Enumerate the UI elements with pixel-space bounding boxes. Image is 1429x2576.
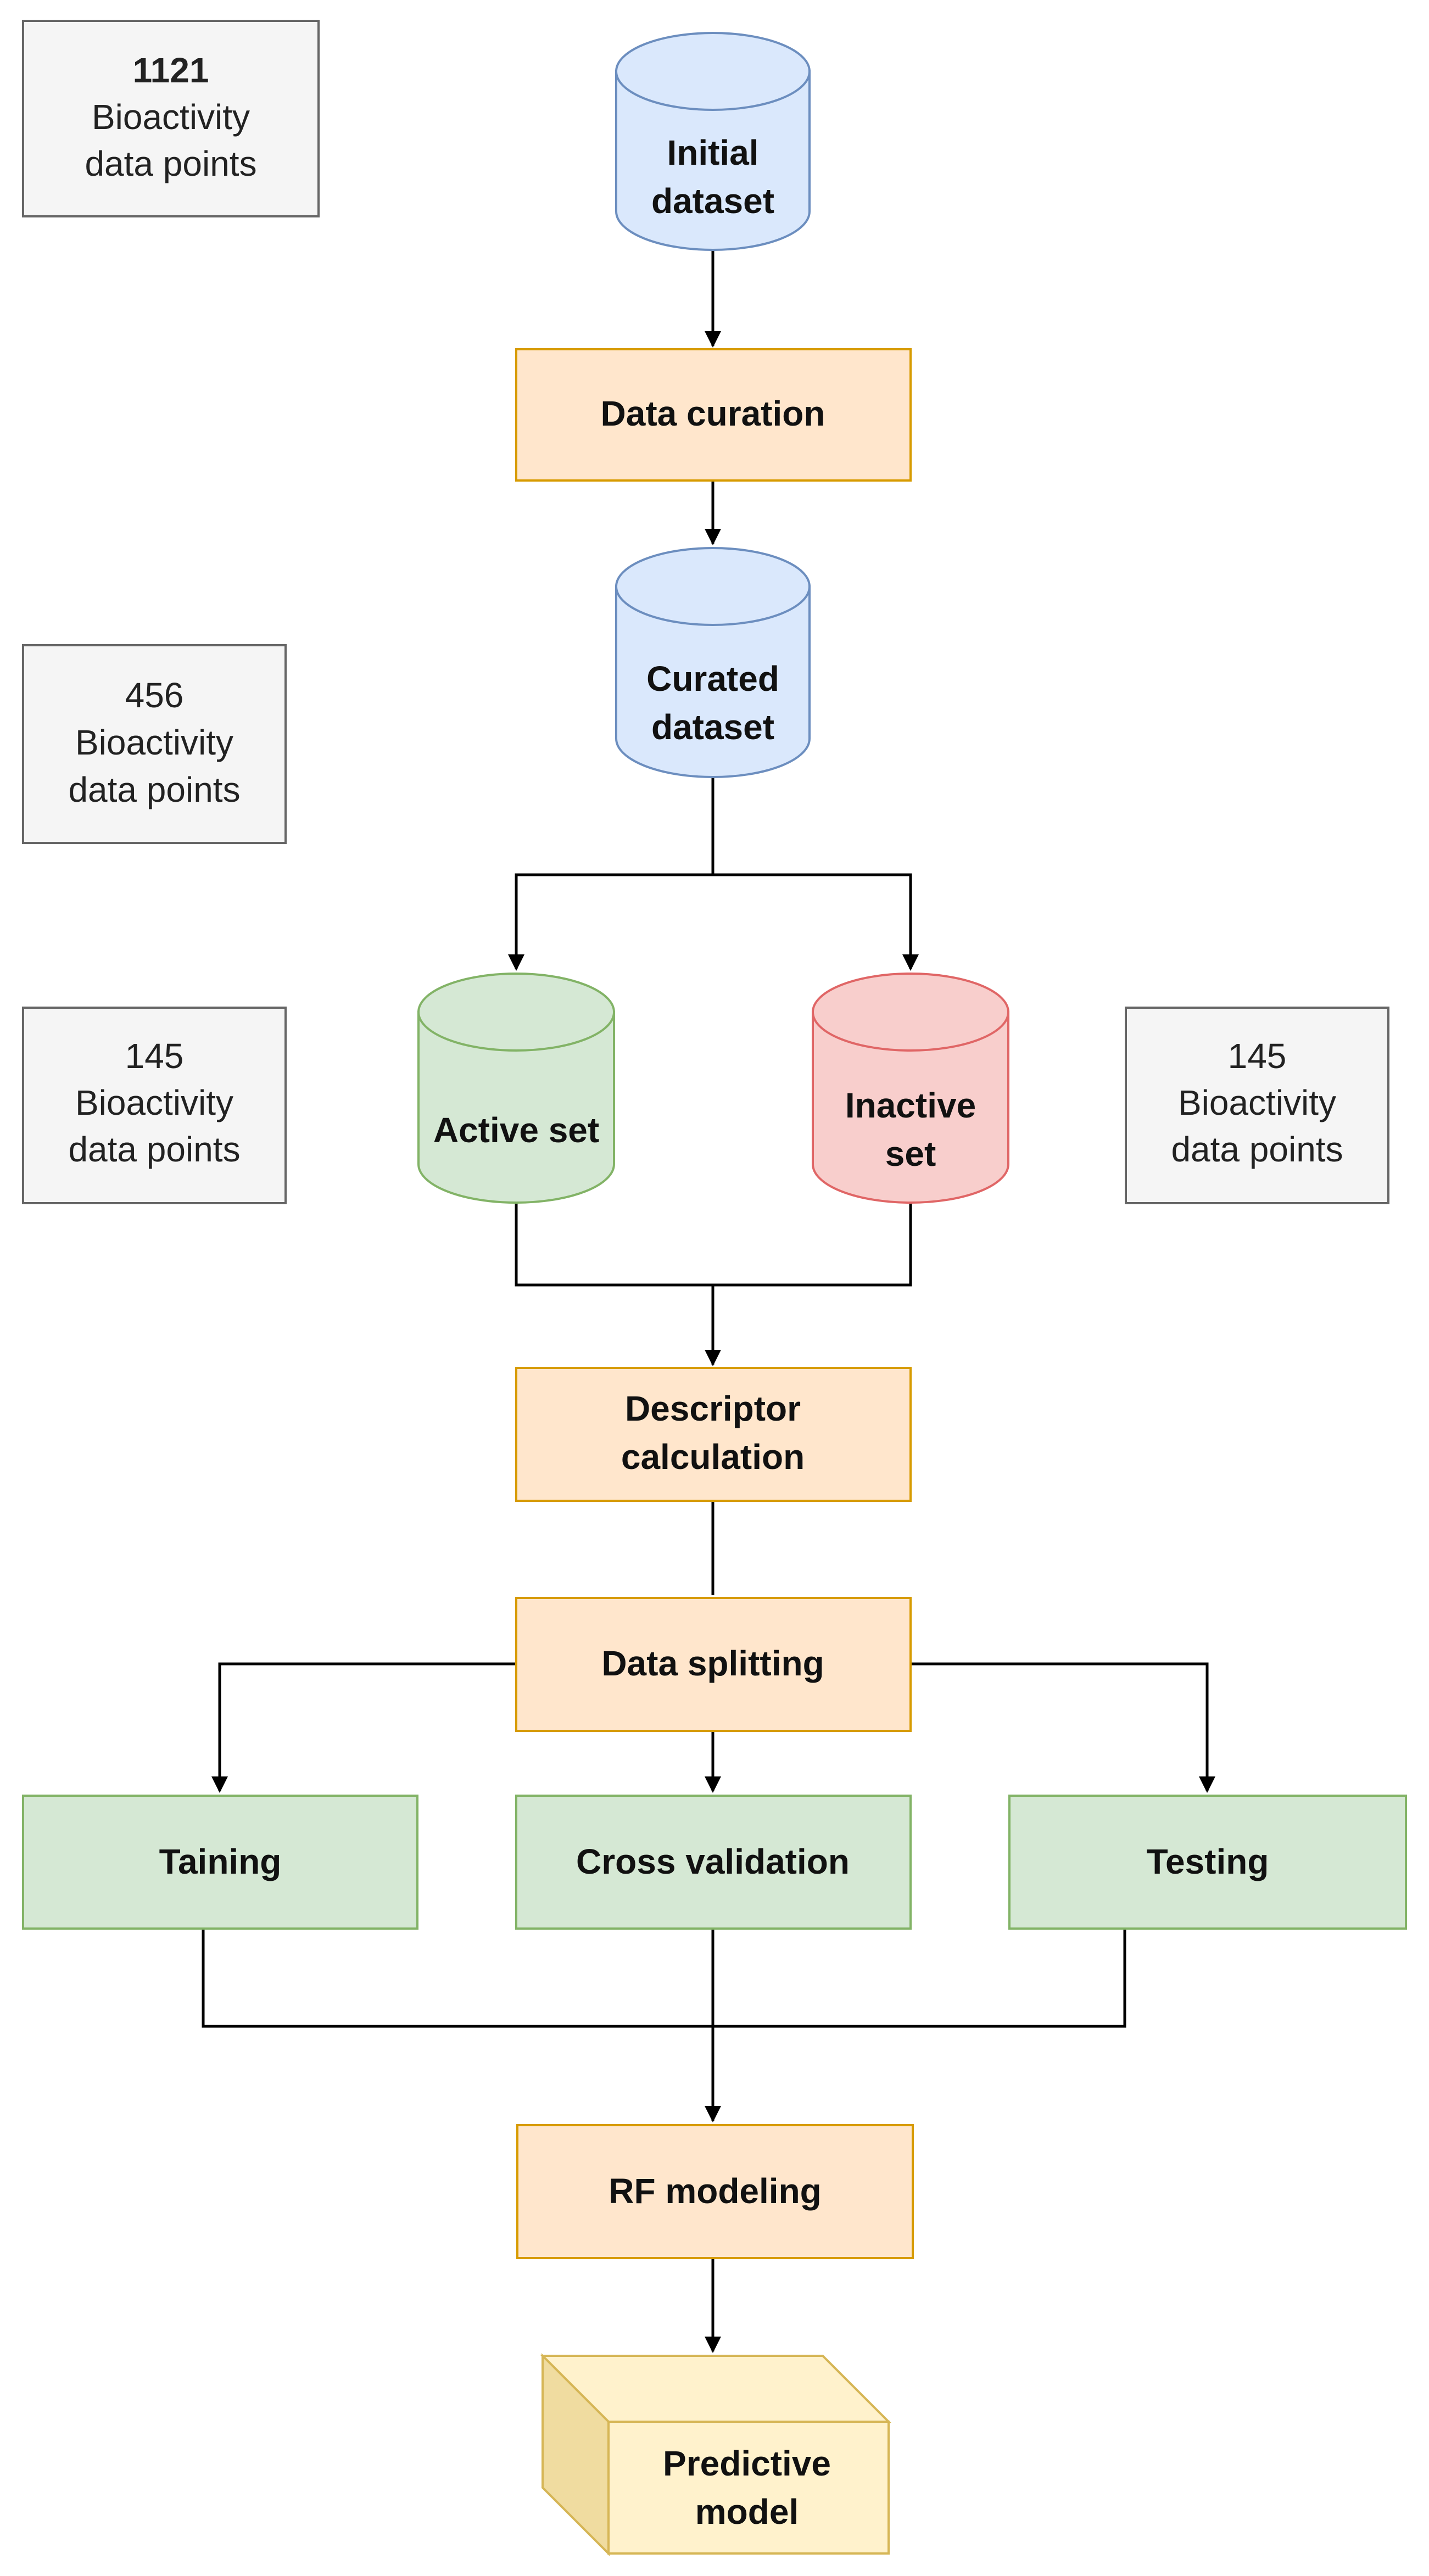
process-box bbox=[516, 2124, 914, 2259]
process-box bbox=[515, 1597, 912, 1732]
node-descriptor-calculation: Descriptor calculation bbox=[515, 1367, 912, 1502]
process-box bbox=[515, 1795, 912, 1930]
node-line2: model bbox=[695, 2492, 799, 2532]
annotation-line2: data points bbox=[68, 770, 240, 809]
node-line2: set bbox=[885, 1134, 936, 1174]
annotation-line2: data points bbox=[1171, 1130, 1343, 1169]
node-label: RF modeling bbox=[609, 2171, 822, 2211]
annotation-line1: Bioactivity bbox=[75, 1083, 233, 1122]
cylinder-top bbox=[812, 973, 1009, 1052]
annotation-box bbox=[1125, 1007, 1389, 1204]
connectors bbox=[202, 250, 1215, 2353]
node-initial-dataset: Initial dataset bbox=[615, 32, 811, 251]
node-data-splitting: Data splitting bbox=[515, 1597, 912, 1732]
node-label: Cross validation bbox=[576, 1842, 850, 1881]
node-line2: calculation bbox=[621, 1437, 805, 1477]
node-inactive-set: Inactive set bbox=[812, 973, 1009, 1204]
annotation-active: 145 Bioactivity data points bbox=[22, 1007, 287, 1204]
node-line1: Predictive bbox=[663, 2444, 831, 2483]
annotation-count: 145 bbox=[1228, 1036, 1287, 1076]
edge-training-merge bbox=[202, 1929, 1126, 2028]
annotation-count: 145 bbox=[125, 1036, 184, 1076]
process-box bbox=[22, 1795, 418, 1930]
edge-curated-to-split bbox=[508, 777, 714, 971]
node-line1: Descriptor bbox=[625, 1389, 801, 1428]
node-label: Testing bbox=[1147, 1842, 1269, 1881]
edge-splitting-to-training bbox=[211, 1662, 515, 1793]
node-line1: Curated bbox=[646, 659, 779, 699]
cylinder-body bbox=[417, 1011, 615, 1204]
cylinder-top bbox=[417, 973, 615, 1052]
edge-active-to-descriptor bbox=[515, 1203, 912, 1287]
cube-front-face bbox=[607, 2421, 890, 2555]
edge-curated-to-inactive bbox=[713, 873, 919, 971]
node-rf-modeling: RF modeling bbox=[516, 2124, 914, 2259]
cylinder-body bbox=[615, 585, 811, 778]
annotation-count: 456 bbox=[125, 675, 184, 715]
node-line2: dataset bbox=[651, 707, 774, 747]
annotation-line2: data points bbox=[85, 144, 256, 183]
cylinder-top bbox=[615, 547, 811, 626]
node-line1: Initial bbox=[667, 133, 758, 172]
annotation-line1: Bioactivity bbox=[92, 97, 250, 137]
annotation-line1: Bioactivity bbox=[1178, 1083, 1336, 1122]
node-line1: Inactive bbox=[845, 1086, 976, 1125]
annotation-inactive: 145 Bioactivity data points bbox=[1125, 1007, 1389, 1204]
annotation-initial: 1121 Bioactivity data points bbox=[22, 20, 320, 217]
annotation-count: 1121 bbox=[133, 51, 209, 90]
node-curated-dataset: Curated dataset bbox=[615, 547, 811, 778]
cylinder-body bbox=[615, 70, 811, 251]
annotation-curated: 456 Bioactivity data points bbox=[22, 644, 287, 844]
node-training: Taining bbox=[22, 1795, 418, 1930]
cylinder-top bbox=[615, 32, 811, 111]
cylinder-body bbox=[812, 1011, 1009, 1204]
annotation-box bbox=[22, 20, 320, 217]
process-box bbox=[515, 348, 912, 482]
annotation-box bbox=[22, 644, 287, 844]
node-data-curation: Data curation bbox=[515, 348, 912, 482]
annotation-line2: data points bbox=[68, 1130, 240, 1169]
node-label: Data splitting bbox=[601, 1644, 824, 1683]
node-cross-validation: Cross validation bbox=[515, 1795, 912, 1930]
edge-splitting-to-testing bbox=[911, 1662, 1215, 1793]
node-label: Active set bbox=[433, 1110, 599, 1150]
annotation-box bbox=[22, 1007, 287, 1204]
process-box bbox=[515, 1367, 912, 1502]
node-predictive-model: Predictive model bbox=[540, 2353, 891, 2556]
process-box bbox=[1008, 1795, 1407, 1930]
node-active-set: Active set bbox=[417, 973, 615, 1204]
node-testing: Testing bbox=[1008, 1795, 1407, 1930]
node-line2: dataset bbox=[651, 181, 774, 221]
annotation-line1: Bioactivity bbox=[75, 723, 233, 762]
node-label: Taining bbox=[159, 1842, 282, 1881]
node-label: Data curation bbox=[601, 394, 825, 433]
